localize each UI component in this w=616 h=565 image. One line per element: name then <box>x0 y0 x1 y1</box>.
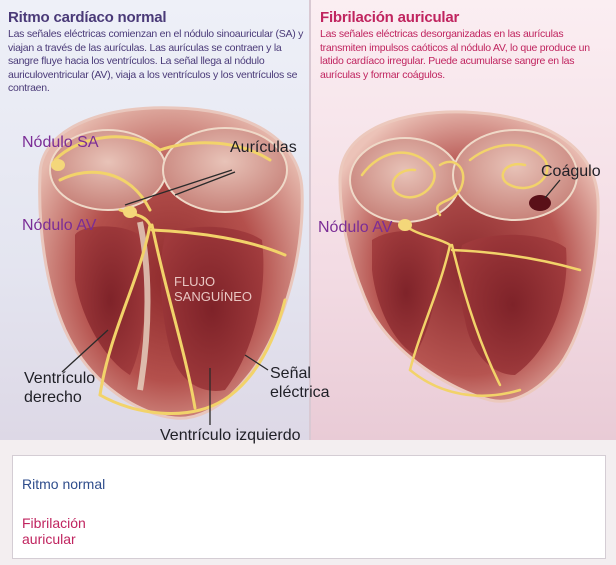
clot-icon <box>529 195 551 211</box>
right-ventricle-label: Ventrículo derecho <box>24 369 95 407</box>
af-description: Las señales eléctricas desorganizadas en… <box>320 28 612 82</box>
sa-node-label: Nódulo SA <box>22 133 99 152</box>
fibrillating-heart <box>340 112 598 401</box>
ekg-strip-panel <box>12 455 606 559</box>
blood-flow-label: FLUJO SANGUÍNEO <box>174 274 252 304</box>
af-av-node-marker <box>398 219 412 231</box>
normal-rhythm-description: Las señales eléctricas comienzan en el n… <box>8 28 308 96</box>
atria-label: Aurículas <box>230 138 297 157</box>
left-ventricle-label: Ventrículo izquierdo <box>160 426 301 445</box>
af-av-node-label: Nódulo AV <box>318 218 392 237</box>
clot-label: Coágulo <box>541 162 601 181</box>
ekg-normal-label: Ritmo normal <box>22 476 105 492</box>
ekg-af-label: Fibrilación auricular <box>22 515 86 547</box>
av-node-label: Nódulo AV <box>22 216 96 235</box>
af-title: Fibrilación auricular <box>320 9 612 26</box>
sa-node-marker <box>51 159 65 171</box>
af-atrium-right <box>350 138 460 222</box>
normal-rhythm-title: Ritmo cardíaco normal <box>8 9 308 26</box>
av-node-marker <box>123 206 137 218</box>
electric-signal-label: Señal eléctrica <box>270 364 330 402</box>
